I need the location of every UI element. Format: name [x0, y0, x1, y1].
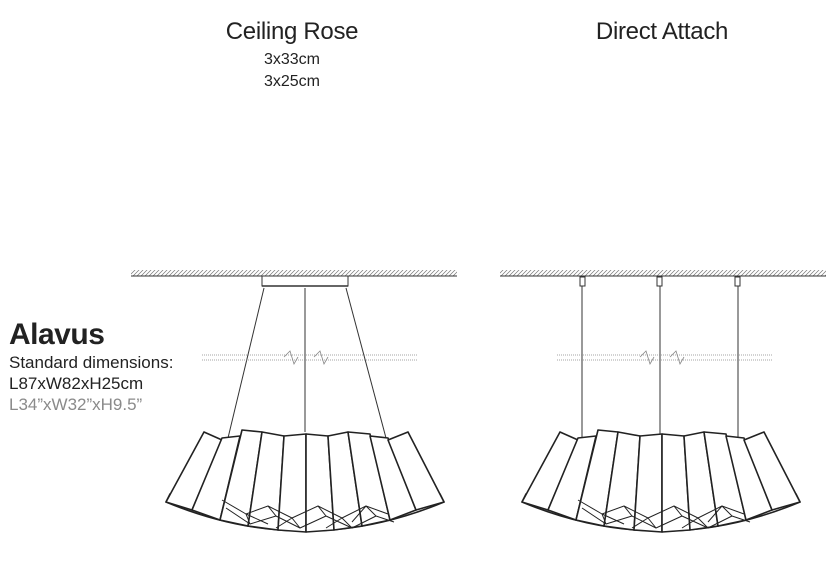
direct-attach-title: Direct Attach [595, 18, 729, 45]
cable-break-mark-right [557, 350, 773, 366]
ceiling-rose-title: Ceiling Rose [225, 18, 359, 45]
suspension-cables-left [227, 287, 387, 439]
product-info: Alavus Standard dimensions: L87xW82xH25c… [9, 318, 173, 415]
product-name: Alavus [9, 318, 105, 351]
cable-break-mark-left [202, 350, 417, 366]
ceiling-right [500, 270, 826, 277]
cable-anchors-right [579, 276, 741, 287]
suspension-cables-right [581, 286, 739, 438]
ceiling-rose-size-1: 3x33cm [263, 51, 321, 68]
direct-attach-diagram [500, 270, 826, 533]
ceiling-rose-canopy [261, 275, 349, 287]
ceiling-rose-size-2: 3x25cm [263, 73, 321, 90]
metric-dimensions: L87xW82xH25cm [9, 374, 144, 393]
ceiling-left [131, 270, 457, 277]
ceiling-rose-diagram [131, 270, 457, 533]
dimensions-label: Standard dimensions: [9, 353, 174, 372]
imperial-dimensions: L34”xW32”xH9.5” [9, 395, 143, 414]
lamp-shade-left [165, 429, 445, 533]
lamp-shade-right [521, 429, 801, 533]
